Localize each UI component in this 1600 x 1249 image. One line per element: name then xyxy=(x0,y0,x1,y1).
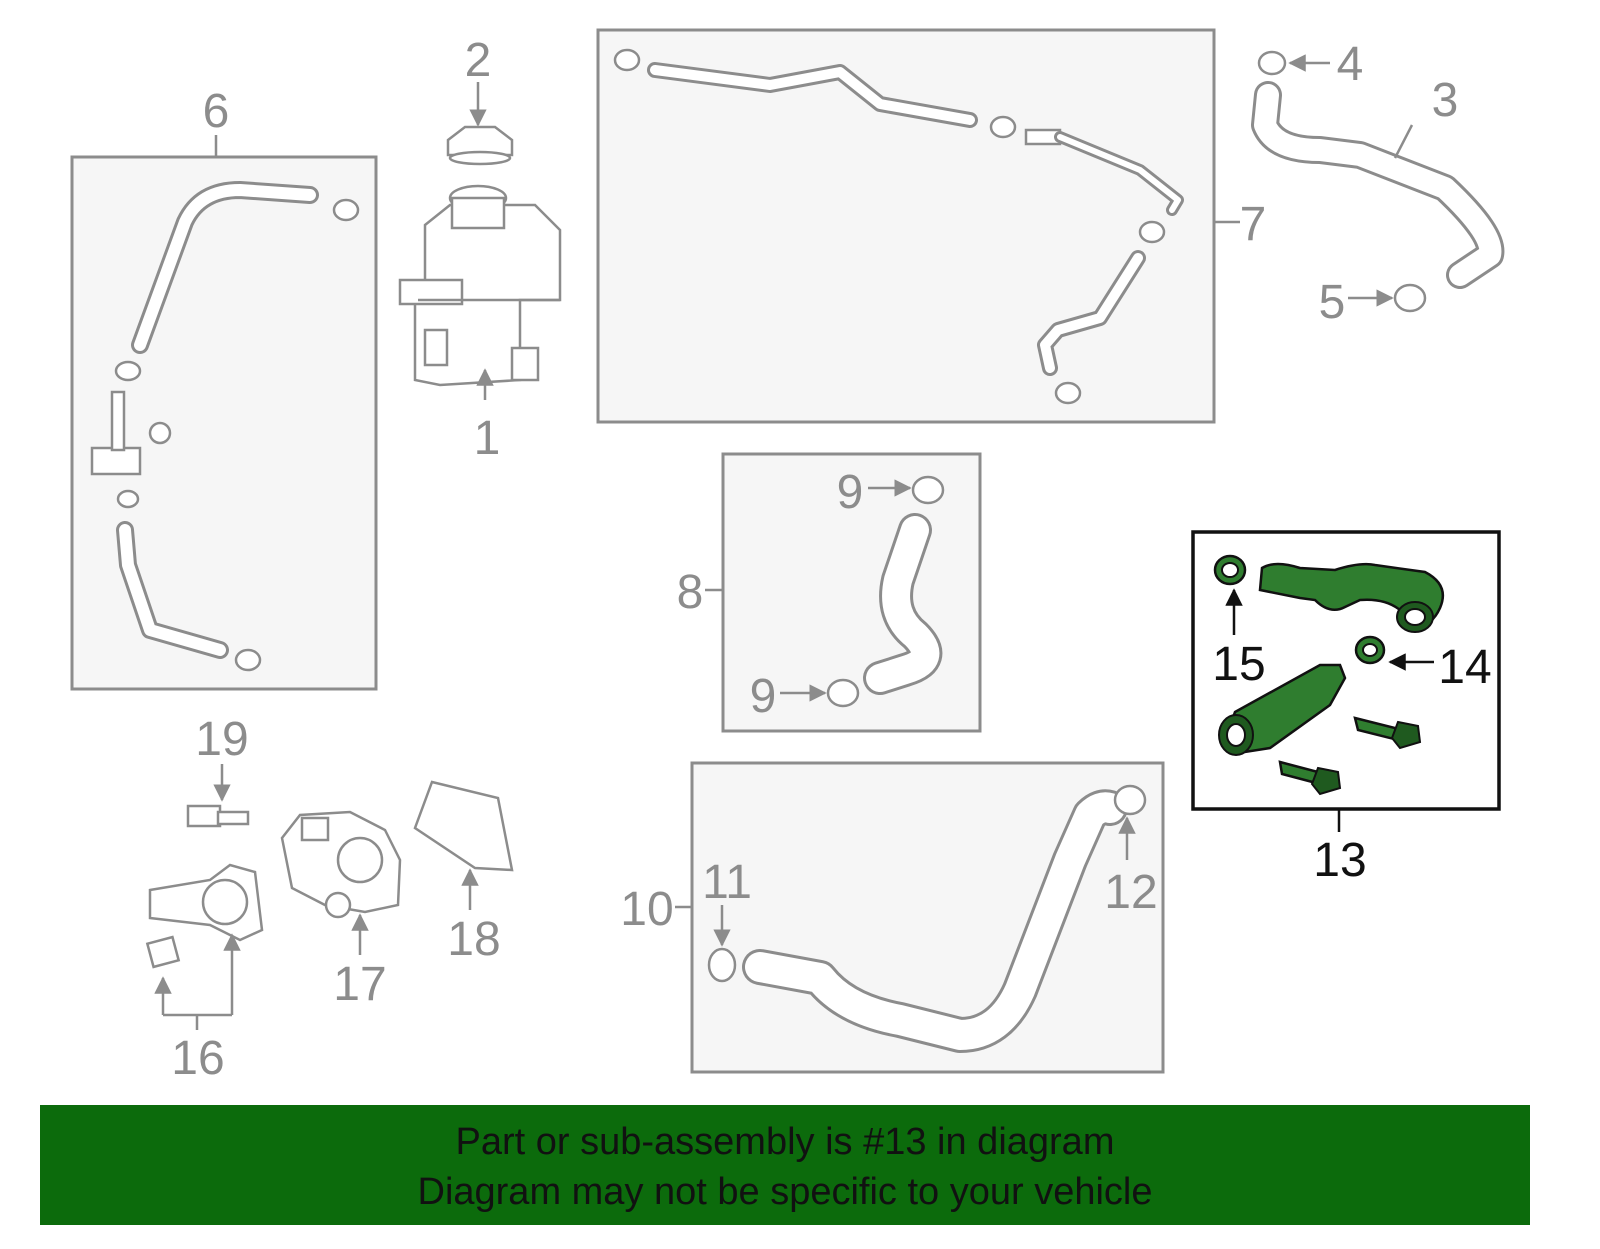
box-8-hose xyxy=(721,452,982,733)
sensor-19 xyxy=(186,804,250,828)
callout-1: 1 xyxy=(474,412,501,465)
callout-6: 6 xyxy=(203,85,230,138)
callout-12: 12 xyxy=(1104,866,1157,919)
banner-line-1: Part or sub-assembly is #13 in diagram xyxy=(455,1121,1115,1163)
callout-8: 8 xyxy=(677,566,704,619)
callout-5: 5 xyxy=(1319,276,1346,329)
callout-9-bottom: 9 xyxy=(750,670,777,723)
box-13-highlighted-assembly xyxy=(1191,530,1501,811)
callout-9-top: 9 xyxy=(837,466,864,519)
callout-4: 4 xyxy=(1337,38,1364,91)
callout-17: 17 xyxy=(333,958,386,1011)
hose-3 xyxy=(1251,50,1505,313)
callout-18: 18 xyxy=(447,913,500,966)
box-6-hose-assembly xyxy=(70,155,378,691)
water-outlet-16 xyxy=(145,863,264,969)
info-banner: Part or sub-assembly is #13 in diagram D… xyxy=(40,1105,1530,1225)
callout-16: 16 xyxy=(171,1032,224,1085)
callout-labels: 1 2 3 4 5 6 7 8 9 9 10 11 12 13 14 15 16… xyxy=(171,34,1491,1085)
banner-line-2: Diagram may not be specific to your vehi… xyxy=(417,1171,1153,1213)
callout-15: 15 xyxy=(1212,638,1265,691)
callout-14: 14 xyxy=(1438,641,1491,694)
reservoir-cap xyxy=(446,125,514,166)
box-7-hose-assembly xyxy=(596,28,1216,424)
callout-10: 10 xyxy=(620,883,673,936)
callout-2: 2 xyxy=(465,34,492,87)
callout-11: 11 xyxy=(702,856,752,909)
callout-7: 7 xyxy=(1240,198,1267,251)
thermostat-housing-17 xyxy=(280,810,402,919)
leader-lines xyxy=(154,54,1434,1030)
callout-13: 13 xyxy=(1313,834,1366,887)
callout-19: 19 xyxy=(195,713,248,766)
coolant-reservoir xyxy=(398,184,562,387)
box-10-hose xyxy=(690,761,1165,1074)
gasket-18 xyxy=(413,780,514,872)
callout-3: 3 xyxy=(1432,74,1459,127)
